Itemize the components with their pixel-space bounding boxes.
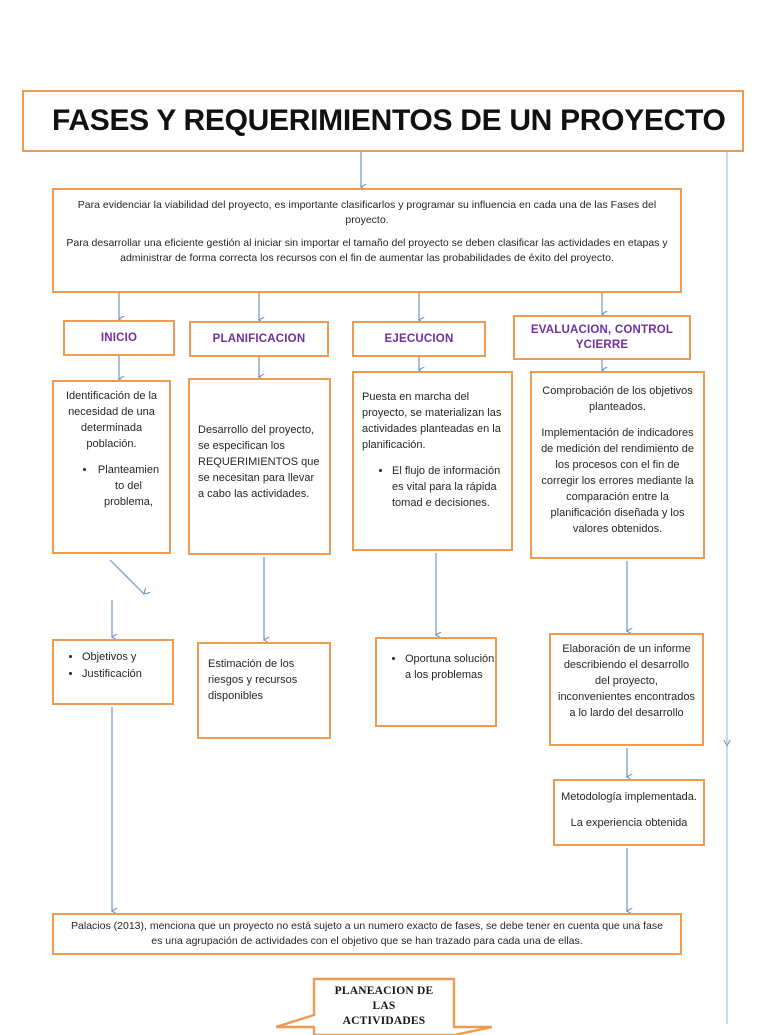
- phase-label: EJECUCION: [384, 332, 454, 345]
- phase-header-inicio[interactable]: INICIO: [63, 320, 175, 356]
- output-paragraph: Estimación de los riesgos y recursos dis…: [208, 658, 298, 702]
- methodology-box: Metodología implementada. La experiencia…: [553, 779, 705, 846]
- detail-paragraph-2: Implementación de indicadores de medició…: [541, 427, 694, 535]
- phase-header-evaluacion-control-cierre[interactable]: EVALUACION, CONTROL YCIERRE: [513, 315, 691, 360]
- intro-paragraph-2: Para desarrollar una eficiente gestión a…: [66, 237, 668, 264]
- list-item: El flujo de información es vital para la…: [392, 463, 503, 511]
- methodology-line-2: La experiencia obtenida: [570, 817, 688, 829]
- detail-bullet-list: Planteamien to del problema,: [62, 462, 161, 510]
- phase-header-ejecucion[interactable]: EJECUCION: [352, 321, 486, 357]
- phase-label: EVALUACION, CONTROL YCIERRE: [530, 323, 674, 351]
- detail-paragraph: Desarrollo del proyecto, se especifican …: [198, 424, 320, 500]
- intro-text-box: Para evidenciar la viabilidad del proyec…: [52, 188, 682, 293]
- detail-box-inicio: Identificación de la necesidad de una de…: [52, 380, 171, 554]
- list-item: Justificación: [82, 666, 172, 683]
- detail-box-planificacion: Desarrollo del proyecto, se especifican …: [188, 378, 331, 555]
- output-box-objetivos: Objetivos y Justificación: [52, 639, 174, 705]
- phase-label: INICIO: [100, 331, 138, 344]
- detail-paragraph: Identificación de la necesidad de una de…: [65, 390, 158, 450]
- detail-paragraph: Comprobación de los objetivos planteados…: [542, 385, 693, 413]
- phase-header-planificacion[interactable]: PLANIFICACION: [189, 321, 329, 357]
- ribbon-label: PLANEACION DE LAS ACTIVIDADES: [334, 985, 434, 1027]
- methodology-line-1: Metodología implementada.: [561, 791, 697, 803]
- output-box-estimacion-riesgos: Estimación de los riesgos y recursos dis…: [197, 642, 331, 739]
- ribbon-shape: [276, 977, 492, 1035]
- output-paragraph: Elaboración de un informe describiendo e…: [558, 643, 695, 719]
- list-item: Objetivos y: [82, 649, 172, 666]
- conclusion-box: Palacios (2013), menciona que un proyect…: [52, 913, 682, 955]
- diagram-title-box: FASES Y REQUERIMIENTOS DE UN PROYECTO: [22, 90, 744, 152]
- bottom-ribbon-banner: PLANEACION DE LAS ACTIVIDADES: [276, 977, 492, 1035]
- page-title: FASES Y REQUERIMIENTOS DE UN PROYECTO: [52, 104, 726, 137]
- output-box-informe: Elaboración de un informe describiendo e…: [549, 633, 704, 746]
- detail-paragraph: Puesta en marcha del proyecto, se materi…: [362, 391, 502, 451]
- output-bullet-list: Oportuna solución a los problemas: [377, 651, 495, 683]
- phase-label: PLANIFICACION: [212, 332, 306, 345]
- list-item: Planteamien to del problema,: [96, 462, 161, 510]
- detail-box-ejecucion: Puesta en marcha del proyecto, se materi…: [352, 371, 513, 551]
- list-item: Oportuna solución a los problemas: [405, 651, 495, 683]
- intro-paragraph-1: Para evidenciar la viabilidad del proyec…: [77, 199, 657, 226]
- detail-bullet-list: El flujo de información es vital para la…: [362, 463, 503, 511]
- output-box-oportuna-solucion: Oportuna solución a los problemas: [375, 637, 497, 727]
- conclusion-text: Palacios (2013), menciona que un proyect…: [71, 919, 663, 948]
- detail-box-evaluacion: Comprobación de los objetivos planteados…: [530, 371, 705, 559]
- output-bullet-list: Objetivos y Justificación: [54, 649, 172, 683]
